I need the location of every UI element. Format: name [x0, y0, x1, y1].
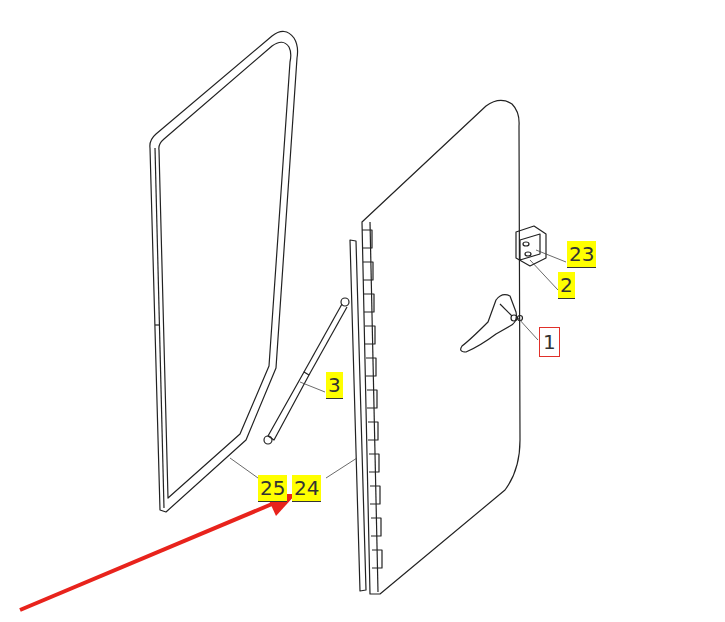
pointer-arrow [20, 494, 296, 610]
callout-number: 25 [258, 475, 287, 502]
callout-number: 1 [539, 327, 560, 357]
hinge-strip [350, 240, 366, 591]
callout-number: 24 [292, 475, 321, 502]
callout-number: 2 [558, 272, 575, 299]
callout-number: 23 [567, 241, 596, 268]
door-handle [461, 295, 523, 352]
hinge-knuckles [362, 230, 382, 568]
frame-edge [155, 148, 164, 508]
leader-lines [230, 250, 566, 478]
door-panel [362, 100, 520, 594]
window-frame [150, 31, 298, 512]
callout-number: 3 [326, 372, 343, 399]
lock-bracket [516, 226, 546, 266]
gas-strut [264, 298, 349, 444]
frame-joint [155, 324, 160, 325]
